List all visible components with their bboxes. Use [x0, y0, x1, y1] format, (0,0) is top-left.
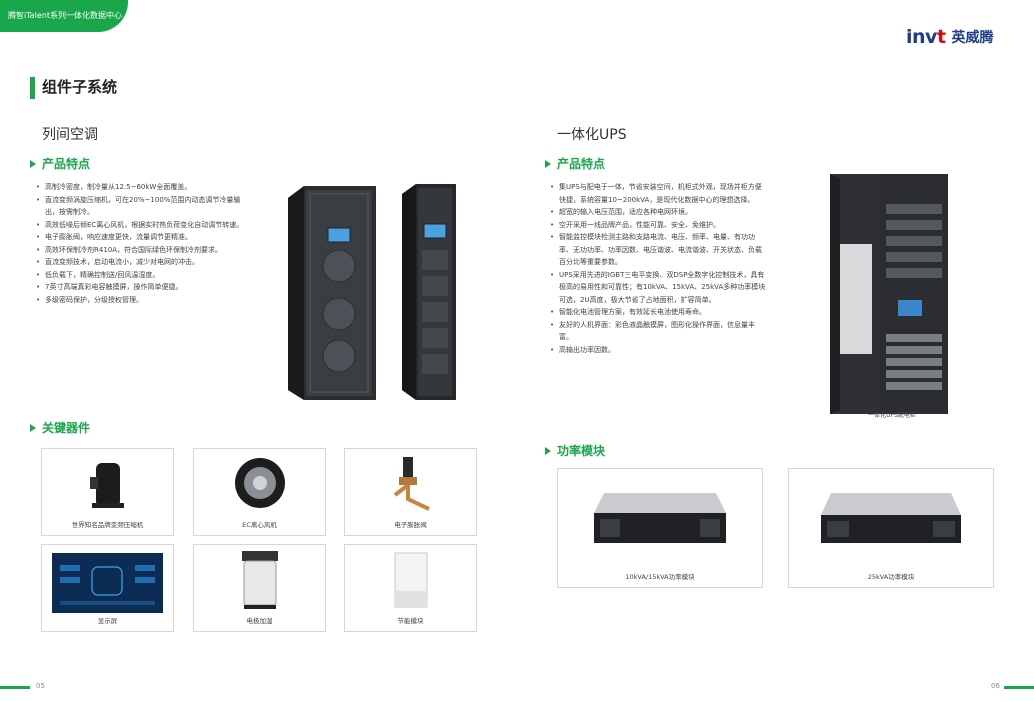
component-caption: 世界知名品牌变频压缩机 [71, 521, 144, 529]
feature-item: 高制冷密度，制冷量从12.5~60kW全面覆盖。 [36, 181, 252, 194]
right-features-list: 集UPS与配电于一体，节省安装空间，机柜式外观，现场并柜方便快捷，系统容量10~… [550, 181, 766, 356]
footer-line-right [1004, 686, 1034, 689]
component-caption: 电极加湿 [246, 617, 273, 625]
feature-item: UPS采用先进的IGBT三电平变换、双DSP全数字化控制技术，具有极高的易用性和… [550, 269, 766, 307]
valve-icon [393, 457, 430, 511]
component-card-energy-module: 节能模块 [344, 544, 477, 632]
component-caption: 电子膨胀阀 [394, 521, 427, 529]
compressor-icon [90, 463, 124, 508]
left-title: 列间空调 [42, 127, 98, 143]
feature-item: 7英寸高端真彩电容触摸屏，操作简单便捷。 [36, 281, 252, 294]
triangle-icon [30, 159, 36, 168]
triangle-icon [545, 159, 551, 168]
ac-cabinet-narrow [402, 184, 456, 400]
logo-mark: invt [906, 26, 946, 48]
left-features-list: 高制冷密度，制冷量从12.5~60kW全面覆盖。直流变频涡旋压缩机，可在20%~… [36, 181, 252, 306]
feature-item: 智能监控模块检测主路和支路电流、电压、频率、电量、有功功率、无功功率、功率因数、… [550, 231, 766, 269]
ups-cabinet-caption: 一体化UPS配电柜 [868, 412, 916, 419]
feature-item: 高效环保制冷剂R410A，符合国际绿色环保制冷剂要求。 [36, 244, 252, 257]
power-module-icon [821, 493, 961, 543]
module-card-10-15kva: 10kVA/15kVA功率模块 [557, 468, 763, 588]
section-title-bar [30, 77, 35, 99]
module-card-25kva: 25kVA功率模块 [788, 468, 994, 588]
component-caption: 节能模块 [397, 617, 424, 625]
feature-item: 空开采用一线品牌产品，性能可靠、安全、免维护。 [550, 219, 766, 232]
header-tab: 腾智iTalent系列一体化数据中心 [0, 0, 128, 32]
page-number-right: 06 [991, 682, 1000, 690]
ac-cabinets-image [288, 184, 456, 400]
components-heading: 关键器件 [30, 419, 90, 436]
triangle-icon [545, 446, 551, 455]
feature-item: 超宽的输入电压范围，适应各种电网环境。 [550, 206, 766, 219]
feature-item: 集UPS与配电于一体，节省安装空间，机柜式外观，现场并柜方便快捷，系统容量10~… [550, 181, 766, 206]
feature-item: 电子膨胀阀，响应速度更快，流量调节更精准。 [36, 231, 252, 244]
component-card-compressor: 世界知名品牌变频压缩机 [41, 448, 174, 536]
right-features-heading: 产品特点 [545, 155, 605, 172]
module-caption: 10kVA/15kVA功率模块 [625, 573, 695, 581]
component-card-display: 显示屏 [41, 544, 174, 632]
logo-cn: 英威腾 [951, 30, 994, 46]
page-number-left: 05 [36, 682, 45, 690]
humidifier-icon [242, 551, 278, 609]
fan-icon [235, 458, 285, 508]
energy-module-icon [394, 552, 428, 608]
feature-item: 多级密码保护，分级授权管理。 [36, 294, 252, 307]
ups-cabinet-image [830, 174, 948, 414]
right-title: 一体化UPS [557, 127, 627, 143]
component-card-valve: 电子膨胀阀 [344, 448, 477, 536]
brand-logo: invt 英威腾 [906, 26, 994, 48]
display-screen-icon [52, 553, 163, 613]
component-card-ec-fan: EC离心风机 [193, 448, 326, 536]
component-caption: 显示屏 [97, 617, 118, 625]
triangle-icon [30, 423, 36, 432]
power-module-icon [594, 493, 726, 543]
module-caption: 25kVA功率模块 [867, 573, 915, 581]
feature-item: 低负载下，精确控制送/回风温湿度。 [36, 269, 252, 282]
feature-item: 高输出功率因数。 [550, 344, 766, 357]
feature-item: 智能化电池管理方案，有效延长电池使用寿命。 [550, 306, 766, 319]
feature-item: 直流变频涡旋压缩机，可在20%~100%范围内动态调节冷量输出，按需制冷。 [36, 194, 252, 219]
feature-item: 直流变频技术，启动电流小，减少对电网的冲击。 [36, 256, 252, 269]
modules-heading: 功率模块 [545, 442, 605, 459]
left-features-heading: 产品特点 [30, 155, 90, 172]
section-title: 组件子系统 [42, 78, 118, 96]
component-card-humidifier: 电极加湿 [193, 544, 326, 632]
feature-item: 友好的人机界面：彩色液晶触摸屏，图形化操作界面，信息量丰富。 [550, 319, 766, 344]
ac-cabinet-large [288, 186, 376, 400]
footer-line-left [0, 686, 30, 689]
component-caption: EC离心风机 [242, 521, 277, 529]
feature-item: 高效低噪后倾EC离心风机，根据实时热负荷变化自动调节转速。 [36, 219, 252, 232]
